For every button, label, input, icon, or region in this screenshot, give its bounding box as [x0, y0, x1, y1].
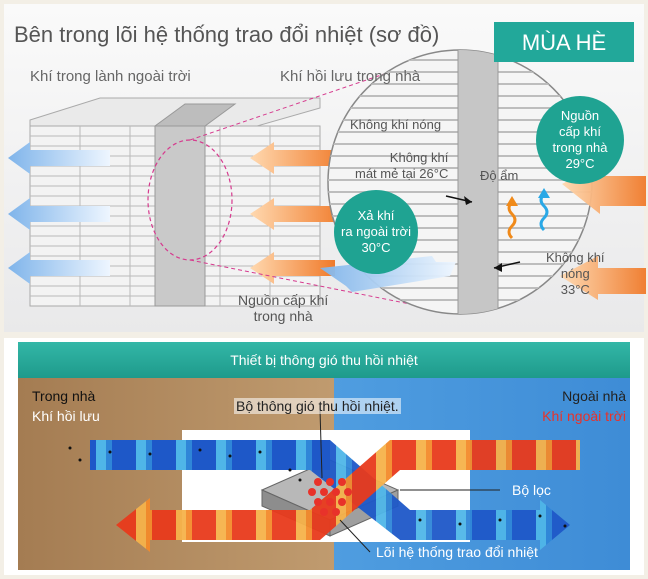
return-air-indoor-label: Khí hồi lưu trong nhà: [280, 68, 421, 85]
return-air-arrows: [250, 142, 345, 284]
indoor-label: Trong nhà: [32, 388, 96, 404]
filter-label: Bộ lọc: [512, 482, 551, 498]
core-dots: [308, 478, 352, 516]
unit-label: Bộ thông gió thu hồi nhiệt.: [234, 398, 401, 414]
cool-air-label: Không khí mát mẻ tại 26°C: [355, 150, 449, 181]
fresh-air-outdoor-label: Khí trong lành ngoài trời: [30, 68, 191, 85]
hot-air-right-label: Không khí nóng 33°C: [546, 250, 605, 297]
exchanger-illustration: [8, 49, 646, 315]
indoor-supply-label: Nguồn cấp khí trong nhà: [238, 292, 329, 324]
banner: Thiết bị thông gió thu hồi nhiệt: [18, 342, 630, 378]
indoor-supply-bubble: Nguồn cấp khí trong nhà 29°C: [536, 96, 624, 184]
fresh-air-arrows: [8, 142, 110, 284]
page-title: Bên trong lõi hệ thống trao đổi nhiệt (s…: [14, 22, 440, 47]
return-air-label: Khí hồi lưu: [32, 408, 100, 424]
humidity-label: Độ ẩm: [480, 168, 519, 183]
hot-air-top-label: Không khí nóng: [350, 117, 442, 132]
season-badge: MÙA HÈ: [494, 22, 634, 62]
return-air-flow: [300, 440, 570, 550]
exhaust-bubble: Xả khí ra ngoài trời 30°C: [334, 190, 418, 274]
outdoor-label: Ngoài nhà: [562, 388, 626, 404]
outdoor-air-label: Khí ngoài trời: [542, 408, 626, 424]
core-label: Lõi hệ thống trao đổi nhiệt: [376, 544, 538, 560]
